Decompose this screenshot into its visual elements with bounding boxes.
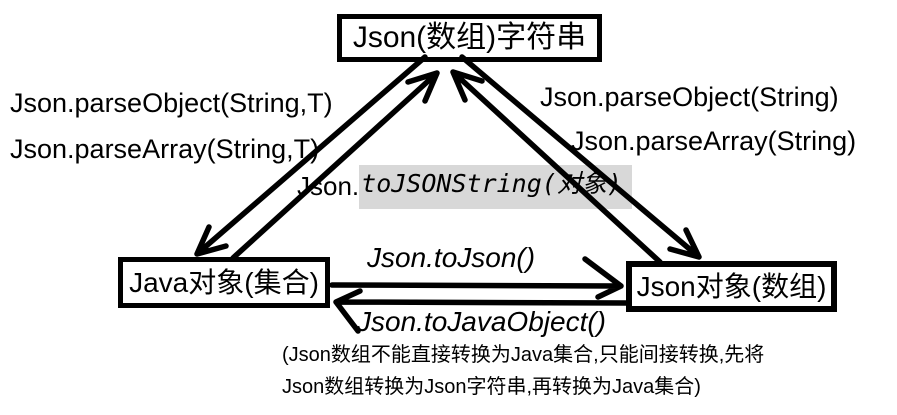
node-json-string: Json(数组)字符串 — [337, 14, 602, 62]
label-to-json: Json.toJson() — [367, 242, 536, 273]
label-parse-object-string-t: Json.parseObject(String,T) — [10, 88, 333, 118]
note-line2: Json数组转换为Json字符串,再转换为Java集合) — [282, 376, 701, 398]
label-to-json-string-method: toJSONString(对象) — [359, 165, 632, 209]
label-to-json-string-prefix: Json. — [297, 171, 360, 201]
note-line1: (Json数组不能直接转换为Java集合,只能间接转换,先将 — [282, 344, 765, 366]
node-json-object-label: Json对象(数组) — [636, 270, 827, 302]
label-parse-object-string: Json.parseObject(String) — [540, 82, 839, 112]
node-java-object: Java对象(集合) — [118, 257, 330, 308]
label-parse-array-string: Json.parseArray(String) — [571, 126, 857, 156]
node-json-string-label: Json(数组)字符串 — [352, 21, 587, 54]
label-to-java-object: Json.toJavaObject() — [357, 306, 606, 337]
node-json-object: Json对象(数组) — [626, 261, 837, 312]
label-to-json-string: Json.toJSONString(对象) — [297, 165, 632, 209]
label-parse-array-string-t: Json.parseArray(String,T) — [10, 134, 320, 164]
node-java-object-label: Java对象(集合) — [129, 266, 319, 298]
